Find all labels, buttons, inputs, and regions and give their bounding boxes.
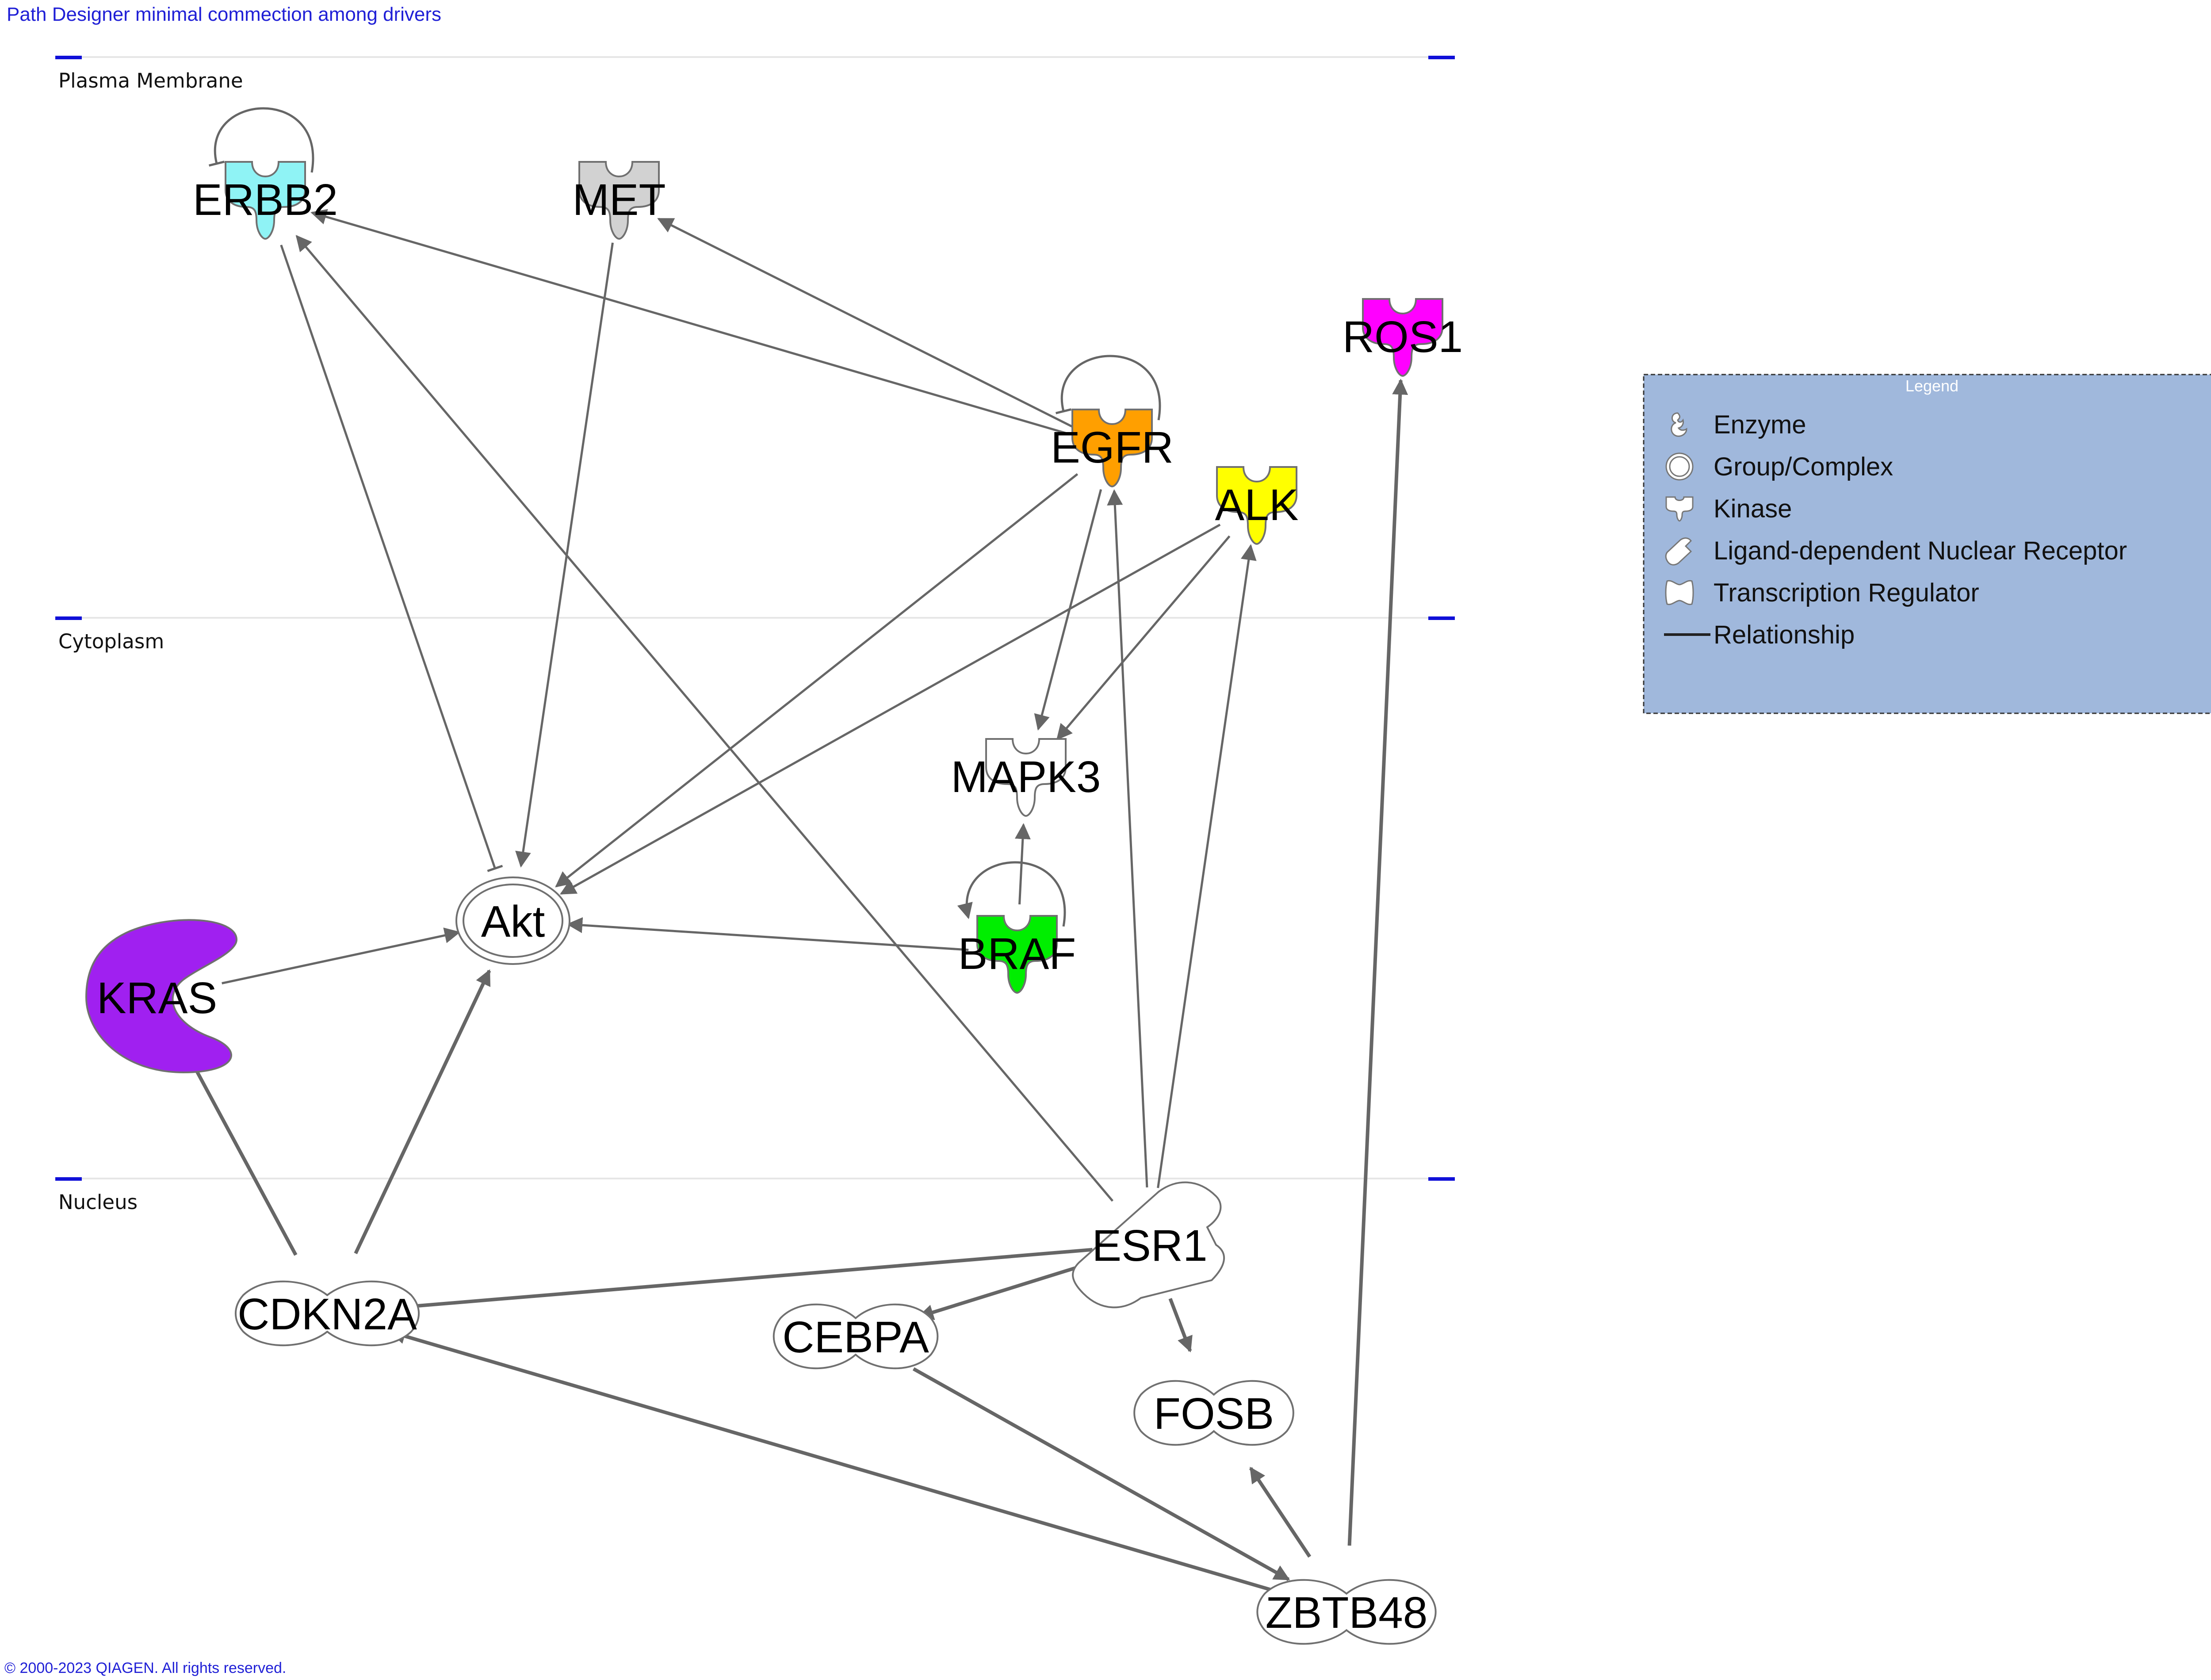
edge-egfr-to-met bbox=[657, 218, 1073, 428]
edge-esr1-to-fosb bbox=[1168, 1298, 1193, 1353]
band-marker-right bbox=[1428, 1177, 1455, 1181]
node-kras[interactable]: KRAS bbox=[85, 919, 238, 1074]
node-zbtb48-label: ZBTB48 bbox=[1266, 1588, 1428, 1638]
node-braf[interactable]: BRAF bbox=[958, 915, 1076, 994]
edge-zbtb48-to-ros1 bbox=[1347, 379, 1408, 1546]
node-braf-kinase-shape bbox=[976, 915, 1058, 994]
band-label-plasma-membrane: Plasma Membrane bbox=[58, 69, 243, 92]
band-marker-right bbox=[1428, 56, 1455, 59]
ligand-nuclear-receptor-icon bbox=[1665, 537, 1692, 566]
edge-braf-to-mapk3 bbox=[1014, 823, 1031, 905]
band-label-nucleus: Nucleus bbox=[58, 1190, 138, 1214]
legend-label-relationship: Relationship bbox=[1714, 620, 1855, 649]
edge-esr1-to-cdkn2a bbox=[391, 1248, 1093, 1315]
node-met[interactable]: MET bbox=[572, 161, 666, 240]
legend-panel: Legend Enzyme Group/Complex Kinase Ligan… bbox=[1643, 374, 2211, 714]
edge-kras-to-akt bbox=[222, 927, 461, 984]
node-erbb2[interactable]: ERBB2 bbox=[193, 161, 338, 240]
edge-braf-to-akt bbox=[566, 917, 969, 951]
node-kras-enzyme-shape bbox=[85, 919, 238, 1074]
node-cebpa-regulator-shape bbox=[773, 1303, 939, 1370]
node-akt-label: Akt bbox=[481, 897, 545, 946]
band-label-cytoplasm: Cytoplasm bbox=[58, 630, 164, 653]
edge-esr1-to-alk bbox=[1157, 544, 1257, 1188]
kinase-icon bbox=[1665, 496, 1694, 522]
edge-esr1-to-egfr bbox=[1107, 489, 1148, 1188]
edge-alk-to-akt bbox=[559, 524, 1221, 895]
node-fosb-label: FOSB bbox=[1154, 1389, 1274, 1439]
band-marker-left bbox=[55, 1177, 82, 1181]
node-akt-group-inner bbox=[463, 884, 563, 958]
node-cdkn2a-regulator-shape bbox=[234, 1280, 420, 1347]
edge-cdkn2a-to-akt bbox=[354, 969, 491, 1255]
edge-egfr-to-egfr bbox=[1055, 355, 1161, 421]
band-marker-left bbox=[55, 56, 82, 59]
edge-cebpa-to-zbtb48 bbox=[912, 1367, 1290, 1581]
edge-zbtb48-to-fosb bbox=[1249, 1466, 1312, 1558]
relationship-edges bbox=[187, 107, 1408, 1595]
copyright-footer: © 2000-2023 QIAGEN. All rights reserved. bbox=[4, 1660, 286, 1676]
edge-esr1-to-erbb2 bbox=[295, 235, 1114, 1202]
node-egfr-label: EGFR bbox=[1051, 423, 1174, 472]
node-esr1[interactable]: ESR1 bbox=[1072, 1181, 1225, 1309]
node-esr1-receptor-shape bbox=[1072, 1181, 1225, 1309]
node-mapk3[interactable]: MAPK3 bbox=[951, 738, 1101, 817]
node-erbb2-label: ERBB2 bbox=[193, 175, 338, 225]
node-ros1-label: ROS1 bbox=[1343, 312, 1463, 362]
node-egfr-kinase-shape bbox=[1071, 409, 1153, 488]
legend-label-enzyme: Enzyme bbox=[1714, 410, 1806, 439]
group-complex-icon bbox=[1665, 452, 1694, 481]
edge-erbb2-to-akt bbox=[280, 245, 503, 873]
edge-zbtb48-to-cdkn2a bbox=[389, 1328, 1284, 1595]
node-met-kinase-shape bbox=[578, 161, 660, 240]
legend-title: Legend bbox=[1905, 377, 1959, 395]
enzyme-icon bbox=[1671, 412, 1687, 437]
node-akt-group-outer bbox=[455, 876, 570, 965]
node-ros1[interactable]: ROS1 bbox=[1343, 298, 1463, 377]
node-cebpa[interactable]: CEBPA bbox=[773, 1303, 939, 1370]
legend-box bbox=[1643, 374, 2211, 714]
band-marker-right bbox=[1428, 616, 1455, 620]
edge-braf-to-braf bbox=[957, 861, 1066, 927]
node-cebpa-label: CEBPA bbox=[782, 1313, 929, 1362]
legend-label-transcription-regulator: Transcription Regulator bbox=[1714, 578, 1979, 607]
node-kras-label: KRAS bbox=[97, 973, 217, 1023]
node-erbb2-kinase-shape bbox=[225, 161, 306, 240]
edge-egfr-to-akt bbox=[555, 473, 1079, 888]
node-mapk3-kinase-shape bbox=[985, 738, 1067, 817]
node-cdkn2a[interactable]: CDKN2A bbox=[234, 1280, 420, 1347]
legend-label-group-complex: Group/Complex bbox=[1714, 452, 1893, 481]
node-alk-kinase-shape bbox=[1216, 466, 1297, 545]
compartment-bands: Plasma Membrane Cytoplasm Nucleus bbox=[55, 56, 1455, 1214]
node-zbtb48-regulator-shape bbox=[1256, 1579, 1437, 1645]
edge-esr1-to-cebpa bbox=[917, 1260, 1096, 1320]
edge-alk-to-mapk3 bbox=[1056, 535, 1231, 740]
edge-erbb2-to-erbb2 bbox=[208, 107, 314, 173]
legend-label-ligand-nuclear-receptor: Ligand-dependent Nuclear Receptor bbox=[1714, 536, 2127, 565]
edge-cdkn2a-to-kras bbox=[187, 1054, 298, 1256]
node-met-label: MET bbox=[572, 175, 666, 225]
diagram-title: Path Designer minimal commection among d… bbox=[7, 4, 441, 25]
node-fosb-regulator-shape bbox=[1133, 1380, 1294, 1446]
node-braf-label: BRAF bbox=[958, 929, 1076, 979]
legend-label-kinase: Kinase bbox=[1714, 494, 1792, 523]
node-fosb[interactable]: FOSB bbox=[1133, 1380, 1294, 1446]
node-alk-label: ALK bbox=[1215, 480, 1298, 530]
transcription-regulator-icon bbox=[1665, 580, 1694, 605]
node-mapk3-label: MAPK3 bbox=[951, 752, 1101, 802]
edge-egfr-to-erbb2 bbox=[310, 209, 1070, 436]
node-esr1-label: ESR1 bbox=[1092, 1221, 1207, 1271]
node-cdkn2a-label: CDKN2A bbox=[237, 1290, 417, 1339]
node-alk[interactable]: ALK bbox=[1215, 466, 1299, 545]
band-marker-left bbox=[55, 616, 82, 620]
node-egfr[interactable]: EGFR bbox=[1051, 409, 1174, 488]
node-ros1-kinase-shape bbox=[1362, 298, 1443, 377]
node-zbtb48[interactable]: ZBTB48 bbox=[1256, 1579, 1437, 1645]
node-akt[interactable]: Akt bbox=[455, 876, 570, 965]
